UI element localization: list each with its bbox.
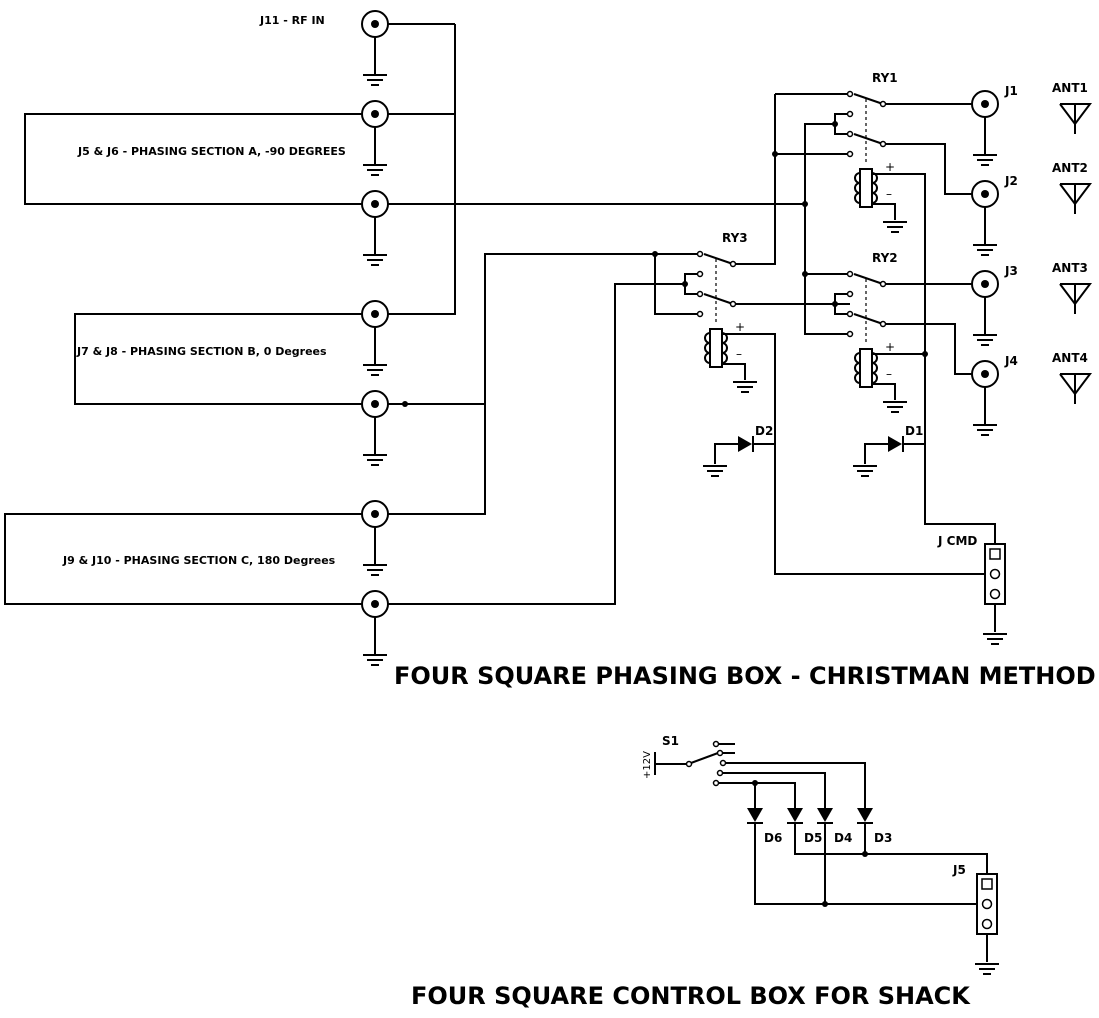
bnc-connector-icon bbox=[971, 270, 999, 298]
ground-icon bbox=[362, 454, 388, 466]
j2-label: J2 bbox=[1004, 174, 1018, 188]
ground-icon bbox=[362, 164, 388, 176]
d5-label: D5 bbox=[804, 831, 822, 845]
control-diodes bbox=[747, 808, 988, 907]
bnc-connector-icon bbox=[361, 100, 389, 128]
diode-icon bbox=[817, 808, 833, 822]
ground-icon bbox=[362, 564, 388, 576]
j-cmd-label: J CMD bbox=[937, 534, 977, 548]
supply-label: +12V bbox=[642, 751, 653, 779]
ground-icon bbox=[732, 381, 758, 393]
j1-label: J1 bbox=[1004, 84, 1018, 98]
control-box-title: FOUR SQUARE CONTROL BOX FOR SHACK bbox=[411, 982, 971, 1010]
output-jacks bbox=[971, 90, 999, 436]
d3-label: D3 bbox=[874, 831, 892, 845]
bnc-connector-icon bbox=[361, 500, 389, 528]
switch-s1 bbox=[654, 740, 866, 808]
ground-icon bbox=[362, 364, 388, 376]
diode-icon bbox=[888, 436, 902, 452]
ground-icon bbox=[362, 254, 388, 266]
relay-ry2 bbox=[802, 270, 972, 413]
ry3-plus: + bbox=[735, 320, 745, 334]
bnc-connector-icon bbox=[971, 180, 999, 208]
ground-icon bbox=[362, 654, 388, 666]
ground-icon bbox=[702, 465, 728, 477]
ground-icon bbox=[362, 74, 388, 86]
bnc-connector-icon bbox=[971, 360, 999, 388]
phasing-section-b bbox=[74, 300, 485, 466]
section-a-label: J5 & J6 - PHASING SECTION A, -90 DEGREES bbox=[77, 145, 346, 158]
d6-label: D6 bbox=[764, 831, 782, 845]
ry1-plus: + bbox=[885, 160, 895, 174]
relay-ry1 bbox=[772, 90, 996, 544]
ant4-label: ANT4 bbox=[1052, 351, 1088, 365]
diode-d1 bbox=[852, 436, 925, 477]
ground-icon bbox=[882, 221, 908, 233]
s1-label: S1 bbox=[662, 734, 679, 748]
ry1-label: RY1 bbox=[872, 71, 898, 85]
ground-icon bbox=[972, 244, 998, 256]
antenna-icon bbox=[1059, 103, 1091, 135]
phasing-box-title: FOUR SQUARE PHASING BOX - CHRISTMAN METH… bbox=[394, 662, 1096, 690]
bnc-connector-icon bbox=[361, 10, 389, 38]
antenna-icon bbox=[1059, 283, 1091, 315]
bnc-connector-icon bbox=[361, 300, 389, 328]
ground-icon bbox=[852, 465, 878, 477]
bnc-connector-icon bbox=[971, 90, 999, 118]
ant3-label: ANT3 bbox=[1052, 261, 1088, 275]
j11-rf-in-connector bbox=[361, 10, 455, 86]
diode-icon bbox=[857, 808, 873, 822]
j4-label: J4 bbox=[1004, 354, 1018, 368]
diode-d2 bbox=[702, 436, 775, 477]
phasing-section-a bbox=[24, 100, 805, 266]
ground-icon bbox=[972, 334, 998, 346]
ry3-label: RY3 bbox=[722, 231, 748, 245]
ant1-label: ANT1 bbox=[1052, 81, 1088, 95]
ry2-plus: + bbox=[885, 340, 895, 354]
j3-label: J3 bbox=[1004, 264, 1018, 278]
bnc-connector-icon bbox=[361, 190, 389, 218]
diode-icon bbox=[738, 436, 752, 452]
d2-label: D2 bbox=[755, 424, 773, 438]
section-c-label: J9 & J10 - PHASING SECTION C, 180 Degree… bbox=[62, 554, 336, 567]
section-b-label: J7 & J8 - PHASING SECTION B, 0 Degrees bbox=[76, 345, 327, 358]
ground-icon bbox=[982, 633, 1008, 645]
ry2-label: RY2 bbox=[872, 251, 898, 265]
j-cmd-connector bbox=[982, 543, 1008, 645]
j5-connector bbox=[974, 873, 1000, 975]
j5-label: J5 bbox=[952, 863, 966, 877]
bnc-connector-icon bbox=[361, 390, 389, 418]
j11-label: J11 - RF IN bbox=[259, 14, 325, 27]
diode-icon bbox=[747, 808, 763, 822]
d1-label: D1 bbox=[905, 424, 923, 438]
ground-icon bbox=[974, 963, 1000, 975]
ant2-label: ANT2 bbox=[1052, 161, 1088, 175]
ground-icon bbox=[882, 401, 908, 413]
ry2-minus: – bbox=[886, 367, 892, 381]
bnc-connector-icon bbox=[361, 590, 389, 618]
diode-icon bbox=[787, 808, 803, 822]
antenna-icon bbox=[1059, 373, 1091, 405]
ry1-minus: – bbox=[886, 187, 892, 201]
phasing-section-c bbox=[4, 253, 685, 666]
ground-icon bbox=[972, 424, 998, 436]
ry3-minus: – bbox=[736, 347, 742, 361]
antenna-icon bbox=[1059, 183, 1091, 215]
d4-label: D4 bbox=[834, 831, 852, 845]
rf-input-bus bbox=[388, 24, 456, 315]
ground-icon bbox=[972, 154, 998, 166]
